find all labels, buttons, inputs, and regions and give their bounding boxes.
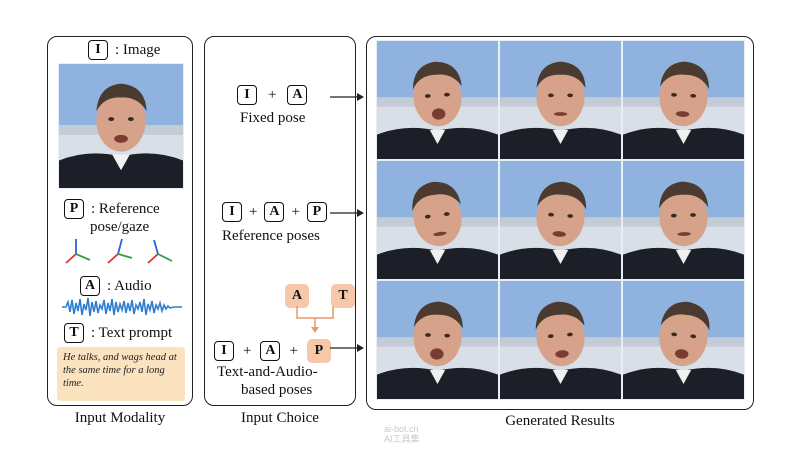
text-audio-label-line2: based poses [241, 382, 313, 398]
text-label: : Text prompt [91, 324, 173, 341]
generated-frame-r1-c3 [622, 40, 745, 160]
generated-frame-r2-c1 [376, 160, 499, 280]
choice-row-reference-poses: I + A + P [222, 202, 327, 222]
audio-waveform-icon [62, 297, 182, 317]
image-modality-row: I : Image [88, 40, 160, 60]
output-arrows [330, 93, 364, 352]
generated-frame-r1-c2 [499, 40, 622, 160]
generated-frame-r1-c1 [376, 40, 499, 160]
generated-frame-r3-c3 [622, 280, 745, 400]
choice2-plus-2: + [291, 203, 300, 220]
choice3-pose-key: P [306, 339, 331, 363]
choice3-audio-key-top: A [285, 284, 309, 308]
pose-label-line1: : Reference [91, 200, 160, 217]
input-choice-caption: Input Choice [241, 410, 319, 426]
choice2-plus-1: + [249, 203, 258, 220]
arrow-row-1 [330, 93, 364, 101]
choice2-audio-key: A [264, 202, 285, 222]
image-key: I [88, 40, 108, 60]
choice3-image-key: I [214, 341, 234, 361]
text-modality-row: T : Text prompt [64, 323, 172, 343]
audio-key: A [80, 276, 100, 296]
input-modality-caption: Input Modality [74, 410, 166, 426]
text-audio-label-line1: Text-and-Audio- [217, 364, 318, 380]
pose-axis-icon-2 [107, 238, 133, 264]
audio-label: : Audio [107, 277, 152, 294]
choice1-audio-key: A [287, 85, 308, 105]
choice1-image-key: I [237, 85, 257, 105]
generated-results-caption: Generated Results [505, 413, 615, 429]
text-prompt-box: He talks, and wags head at the same time… [57, 347, 185, 401]
fixed-pose-label: Fixed pose [240, 110, 306, 126]
pose-axis-icon-3 [147, 239, 173, 264]
pose-modality-row: P : Reference [64, 199, 160, 219]
generated-frame-r2-c3 [622, 160, 745, 280]
arrow-row-3 [330, 344, 364, 352]
pose-key: P [64, 199, 84, 219]
reference-image [58, 63, 184, 189]
audio-modality-row: A : Audio [80, 276, 152, 296]
choice-row-fixed-pose: I + A [237, 85, 308, 105]
choice3-plus-1: + [243, 342, 252, 359]
generated-frame-r2-c2 [499, 160, 622, 280]
choice3-top-keys: A T [285, 284, 355, 308]
pose-axis-icon-1 [65, 239, 91, 264]
arrow-row-2 [330, 209, 364, 217]
merge-arrow-icon [296, 306, 334, 333]
choice1-plus: + [268, 86, 277, 103]
choice3-text-key-top: T [331, 284, 355, 308]
pose-axes-icons [65, 238, 173, 264]
text-key: T [64, 323, 84, 343]
watermark: ai-bot.cn AI工具集 [384, 424, 420, 444]
choice2-image-key: I [222, 202, 242, 222]
reference-poses-label: Reference poses [222, 228, 320, 244]
watermark-line2: AI工具集 [384, 434, 420, 444]
choice-row-text-audio-poses: I + A + P [214, 339, 331, 363]
watermark-line1: ai-bot.cn [384, 424, 419, 434]
choice3-plus-2: + [289, 342, 298, 359]
generated-frame-r3-c1 [376, 280, 499, 400]
choice3-audio-key: A [260, 341, 281, 361]
generated-frame-r3-c2 [499, 280, 622, 400]
pose-label-line2: pose/gaze [90, 219, 150, 235]
image-label: : Image [115, 41, 161, 58]
choice2-pose-key: P [306, 202, 327, 222]
